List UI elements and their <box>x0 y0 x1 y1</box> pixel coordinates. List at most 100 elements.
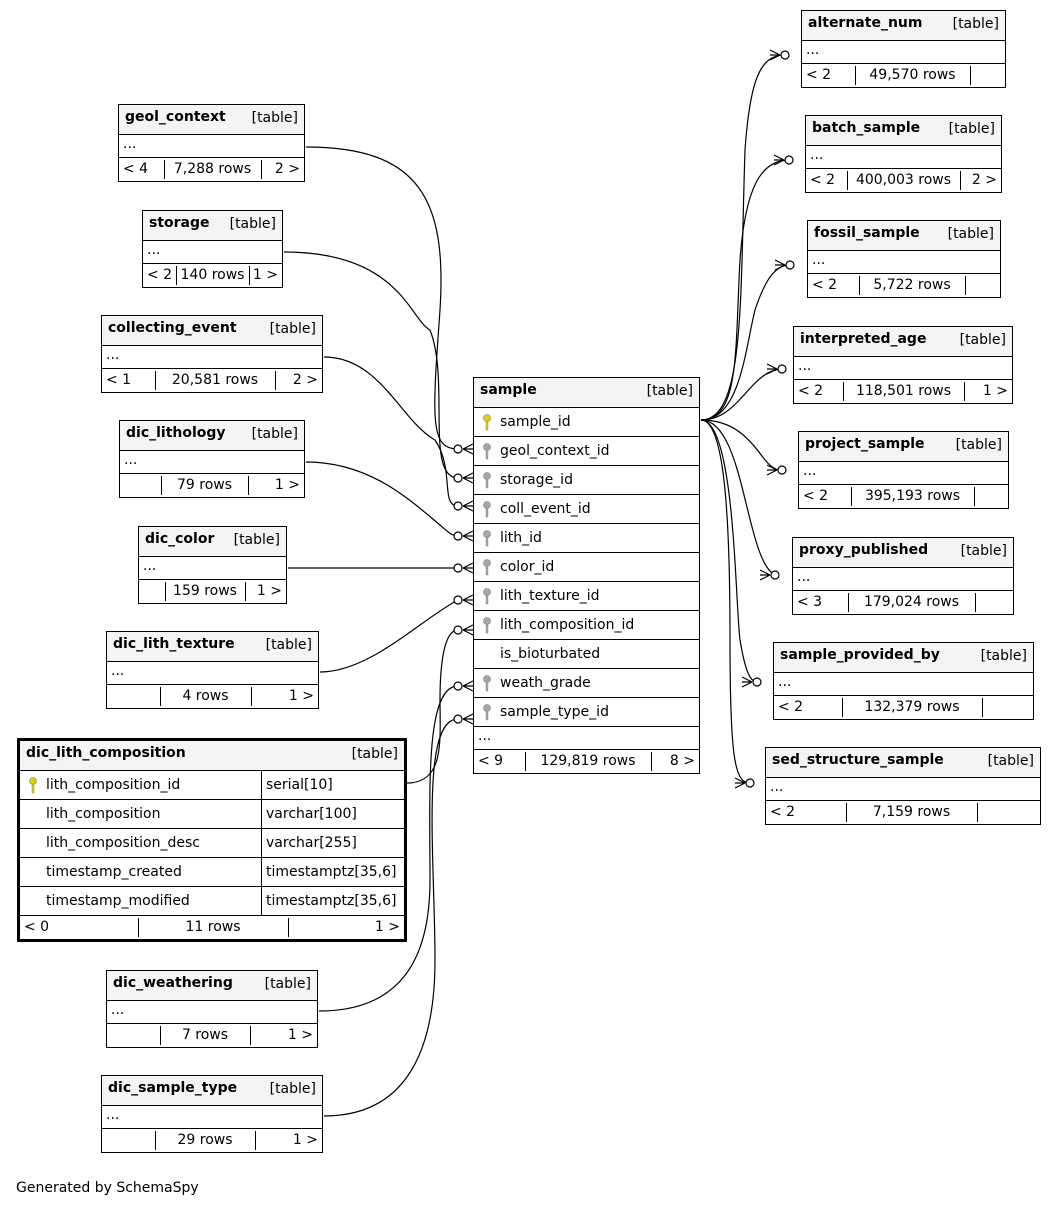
table-header: collecting_event[table] <box>102 316 322 346</box>
table-name: batch_sample <box>812 120 921 136</box>
children-link[interactable]: 1 > <box>252 267 278 283</box>
children-link[interactable]: 2 > <box>292 372 318 388</box>
column-name: lith_composition_desc <box>46 835 200 851</box>
more-columns: ... <box>793 568 1013 591</box>
row-count: 118,501 rows <box>855 383 952 399</box>
table-type-label: [table] <box>269 321 316 337</box>
children-link[interactable]: 1 > <box>982 383 1008 399</box>
table-footer: < 2 395,193 rows <box>799 485 1008 508</box>
table-name: dic_lithology <box>126 425 226 441</box>
table-header: dic_color[table] <box>139 527 286 557</box>
column-name: color_id <box>500 559 555 575</box>
children-link[interactable]: 2 > <box>274 161 300 177</box>
no-key-icon <box>28 893 38 910</box>
parents-link[interactable]: < 2 <box>810 172 836 188</box>
parents-link[interactable]: < 2 <box>806 67 832 83</box>
children-link[interactable]: 1 > <box>292 1132 318 1148</box>
column-row[interactable]: lith_texture_id <box>474 582 699 611</box>
more-columns: ... <box>802 41 1005 64</box>
children-link[interactable]: 1 > <box>374 919 400 935</box>
generated-by-note: Generated by SchemaSpy <box>16 1180 199 1196</box>
column-row[interactable]: storage_id <box>474 466 699 495</box>
column-row[interactable]: lith_id <box>474 524 699 553</box>
table-type-label: [table] <box>233 532 280 548</box>
table-header: sample [table] <box>474 378 699 408</box>
parents-link[interactable]: < 2 <box>770 804 796 820</box>
table-header: alternate_num[table] <box>802 11 1005 41</box>
column-row[interactable]: is_bioturbated <box>474 640 699 669</box>
column-type: varchar[255] <box>261 829 404 857</box>
edge-sed-structure-sample <box>700 419 755 789</box>
children-link[interactable]: 1 > <box>287 1027 313 1043</box>
parents-link[interactable]: < 2 <box>798 383 824 399</box>
column-row[interactable]: color_id <box>474 553 699 582</box>
parents-link[interactable]: < 4 <box>123 161 149 177</box>
row-count: 179,024 rows <box>863 594 960 610</box>
table-footer: < 2 7,159 rows <box>766 801 1040 824</box>
parents-link[interactable]: < 2 <box>778 699 804 715</box>
parents-link[interactable]: < 2 <box>812 277 838 293</box>
children-link[interactable]: 1 > <box>288 688 314 704</box>
parents-link[interactable]: < 2 <box>803 488 829 504</box>
table-footer: < 2 118,501 rows 1 > <box>794 380 1012 403</box>
edge-fossil-sample <box>700 259 795 421</box>
table-dic-lith-composition[interactable]: dic_lith_composition [table] lith_compos… <box>17 738 407 942</box>
table-header: proxy_published[table] <box>793 538 1013 568</box>
children-link[interactable]: 8 > <box>669 753 695 769</box>
table-type-label: [table] <box>646 383 693 399</box>
row-count: 29 rows <box>177 1132 233 1148</box>
table-header: dic_weathering[table] <box>107 971 317 1001</box>
column-row[interactable]: coll_event_id <box>474 495 699 524</box>
parents-link[interactable]: < 2 <box>147 267 173 283</box>
parents-link[interactable]: < 3 <box>797 594 823 610</box>
more-columns: ... <box>102 1106 322 1129</box>
table-header: project_sample[table] <box>799 432 1008 462</box>
column-row[interactable]: weath_grade <box>474 669 699 698</box>
table-type-label: [table] <box>987 753 1034 769</box>
parents-link[interactable]: < 1 <box>106 372 132 388</box>
table-type-label: [table] <box>251 426 298 442</box>
column-row[interactable]: sample_type_id <box>474 698 699 727</box>
children-link[interactable]: 1 > <box>256 583 282 599</box>
column-row[interactable]: lith_composition_desc varchar[255] <box>20 829 404 858</box>
row-count: 7,159 rows <box>872 804 951 820</box>
column-row[interactable]: sample_id <box>474 408 699 437</box>
no-key-icon <box>28 806 38 823</box>
children-link[interactable]: 1 > <box>274 477 300 493</box>
column-type: serial[10] <box>261 771 404 799</box>
parents-link[interactable]: < 9 <box>478 753 504 769</box>
column-row[interactable]: geol_context_id <box>474 437 699 466</box>
table-type-label: [table] <box>952 16 999 32</box>
column-row[interactable]: lith_composition_id <box>474 611 699 640</box>
parents-link[interactable]: < 0 <box>24 919 50 935</box>
table-proxy-published[interactable]: proxy_published[table]... < 3 179,024 rows <box>792 537 1014 615</box>
column-type: timestamptz[35,6] <box>261 858 404 886</box>
children-link[interactable]: 2 > <box>971 172 997 188</box>
row-count: 395,193 rows <box>864 488 961 504</box>
